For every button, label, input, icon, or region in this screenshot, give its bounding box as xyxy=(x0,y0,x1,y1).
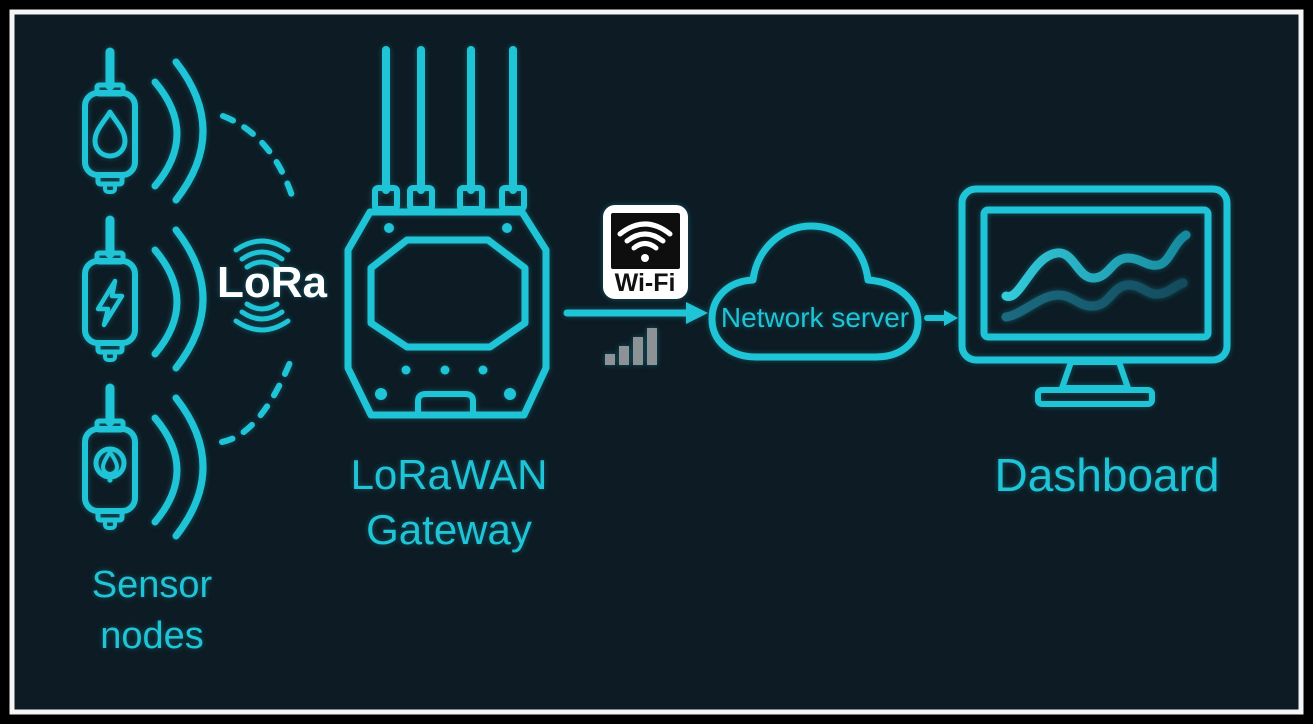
chart-line-dark xyxy=(1001,278,1188,322)
screw-dot xyxy=(504,388,516,400)
dashed-link-bottom xyxy=(219,352,296,445)
gateway-body xyxy=(344,208,550,419)
signal-waves-icon xyxy=(172,58,207,204)
sensor-nodes-label-line1: Sensor xyxy=(92,564,213,606)
dashboard-chart xyxy=(1001,230,1191,322)
vent-dot xyxy=(440,365,450,375)
gateway-panel xyxy=(367,236,529,351)
network-server-label: Network server xyxy=(721,302,909,333)
arrowhead-icon xyxy=(686,302,708,324)
sensor-nub xyxy=(103,518,117,530)
gateway-port-notch xyxy=(415,391,476,416)
lora-badge: LoRa xyxy=(217,238,328,333)
arrowhead-icon xyxy=(944,310,958,326)
vent-dot xyxy=(478,365,488,375)
signal-waves-icon xyxy=(151,414,181,526)
gateway-label-line2: Gateway xyxy=(366,506,532,553)
monitor-base xyxy=(1035,387,1155,407)
signal-waves-icon xyxy=(151,78,181,190)
water-droplet-icon xyxy=(92,109,128,159)
sensor-nodes-label-line2: nodes xyxy=(100,615,204,657)
sensor-nub xyxy=(103,182,117,194)
signal-waves-icon xyxy=(172,226,207,372)
wifi-icon xyxy=(617,221,673,262)
gateway-label-line1: LoRaWAN xyxy=(351,451,548,498)
lightning-bolt-icon xyxy=(95,278,125,328)
dashboard-monitor-icon xyxy=(958,185,1231,407)
lora-label: LoRa xyxy=(217,258,328,307)
network-server-cloud: Network server xyxy=(708,222,922,361)
signal-strength-icon xyxy=(605,328,657,365)
signal-waves-icon xyxy=(151,246,181,358)
wifi-label: Wi-Fi xyxy=(615,269,676,297)
uplink-arrow xyxy=(563,302,708,324)
cloud-icon xyxy=(708,222,922,361)
chart-line-bright xyxy=(1001,230,1191,301)
vent-dot xyxy=(401,365,411,375)
lora-radio-waves-icon xyxy=(233,238,291,333)
monitor-screen xyxy=(980,206,1212,341)
lorawan-gateway-icon xyxy=(344,46,550,419)
dashed-link-top xyxy=(220,113,297,205)
sensor-node-droplet xyxy=(82,47,207,204)
cloud-to-dashboard-arrow xyxy=(924,310,958,326)
sensor-nub xyxy=(103,350,117,362)
light-bulb-icon xyxy=(93,446,127,483)
sensor-node-lightning xyxy=(82,215,207,372)
wifi-badge: Wi-Fi xyxy=(603,205,688,299)
screw-dot xyxy=(384,223,394,233)
dashboard-label: Dashboard xyxy=(994,449,1219,501)
sensor-node-bulb xyxy=(82,383,207,540)
signal-waves-icon xyxy=(172,394,207,540)
screw-dot xyxy=(502,223,512,233)
screw-dot xyxy=(375,388,387,400)
